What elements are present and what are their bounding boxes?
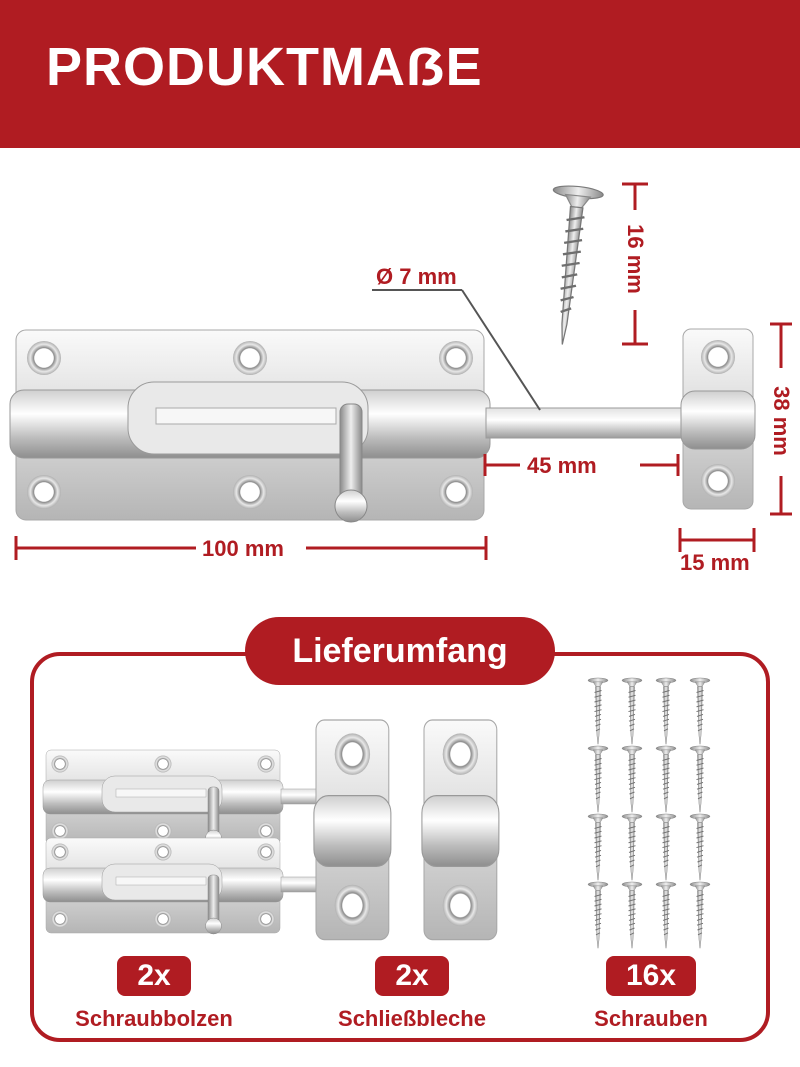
dim-bolt-diameter: Ø 7 mm — [376, 264, 457, 289]
dim-screw-length: 16 mm — [623, 224, 648, 294]
page-title: PRODUKTMAẞE — [46, 37, 483, 97]
dim-keeper-width: 15 mm — [680, 550, 750, 575]
dim-plate-length: 100 mm — [202, 536, 284, 561]
scope-count-screws: 16x — [606, 956, 696, 996]
scope-count-bolts: 2x — [117, 956, 191, 996]
scope-count-keepers: 2x — [375, 956, 449, 996]
barrel-bolt-image — [9, 329, 683, 523]
header-banner: PRODUKTMAẞE — [0, 0, 800, 148]
screw-image — [536, 182, 605, 349]
scope-title: Lieferumfang — [245, 617, 555, 685]
dim-keeper-height: 38 mm — [769, 386, 794, 456]
keeper-plate-image — [680, 328, 756, 510]
dim-bolt-travel: 45 mm — [527, 453, 597, 478]
scope-label-bolts: Schraubbolzen — [75, 1006, 233, 1031]
scope-label-screws: Schrauben — [594, 1006, 708, 1031]
scope-label-keepers: Schließbleche — [338, 1006, 486, 1031]
